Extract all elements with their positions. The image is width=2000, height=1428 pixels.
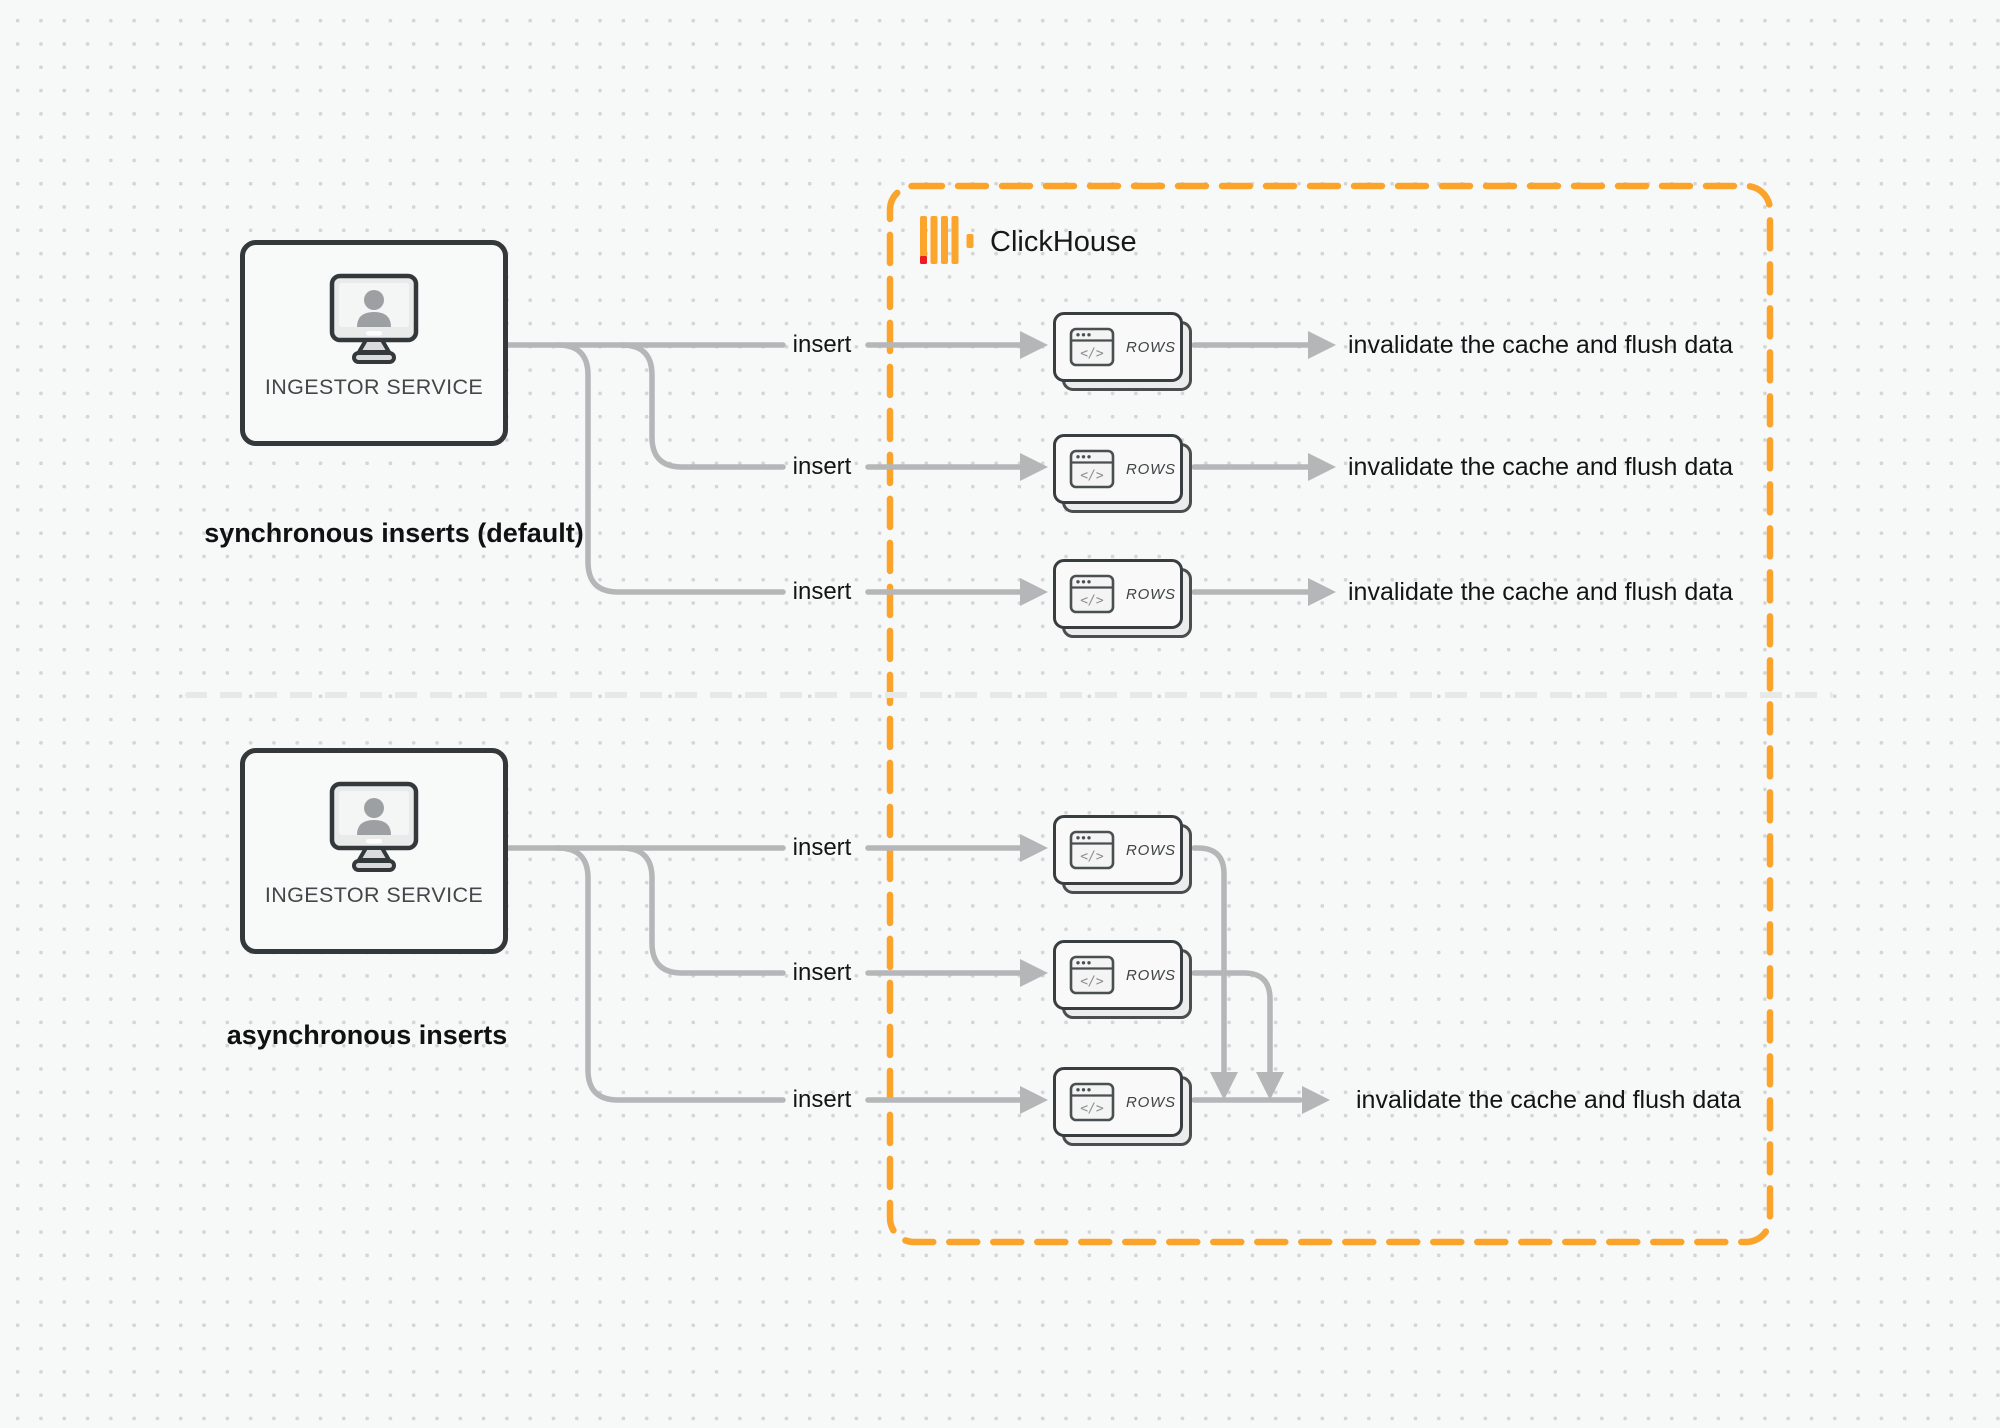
insert-label: insert bbox=[792, 1086, 852, 1113]
code-window-icon: </> bbox=[1069, 1082, 1115, 1122]
code-window-icon: </> bbox=[1069, 327, 1115, 367]
rows-card: </> ROWS bbox=[1053, 815, 1192, 894]
svg-text:</>: </> bbox=[1080, 1102, 1104, 1117]
ingestor-service-box-sync: INGESTOR SERVICE bbox=[240, 240, 508, 446]
insert-label: insert bbox=[792, 959, 852, 986]
section-divider bbox=[185, 692, 1833, 698]
sync-caption: synchronous inserts (default) bbox=[204, 518, 584, 548]
code-window-icon: </> bbox=[1069, 449, 1115, 489]
rows-card: </> ROWS bbox=[1053, 559, 1192, 638]
rows-label: ROWS bbox=[1126, 585, 1176, 603]
monitor-user-icon bbox=[329, 781, 419, 872]
insert-label: insert bbox=[792, 331, 852, 358]
code-window-icon: </> bbox=[1069, 955, 1115, 995]
result-label: invalidate the cache and flush data bbox=[1348, 578, 1733, 606]
rows-label: ROWS bbox=[1126, 338, 1176, 356]
rows-card: </> ROWS bbox=[1053, 312, 1192, 391]
rows-card: </> ROWS bbox=[1053, 434, 1192, 513]
ingestor-label: INGESTOR SERVICE bbox=[264, 375, 484, 399]
result-label: invalidate the cache and flush data bbox=[1348, 331, 1733, 359]
monitor-user-icon bbox=[329, 273, 419, 364]
insert-label: insert bbox=[792, 834, 852, 861]
code-window-icon: </> bbox=[1069, 830, 1115, 870]
result-label: invalidate the cache and flush data bbox=[1348, 453, 1733, 481]
insert-label: insert bbox=[792, 578, 852, 605]
rows-card: </> ROWS bbox=[1053, 940, 1192, 1019]
rows-label: ROWS bbox=[1126, 460, 1176, 478]
clickhouse-title: ClickHouse bbox=[990, 226, 1137, 258]
svg-text:</>: </> bbox=[1080, 850, 1104, 865]
clickhouse-dashed-border bbox=[886, 182, 1774, 1246]
ingestor-label: INGESTOR SERVICE bbox=[264, 883, 484, 907]
result-label: invalidate the cache and flush data bbox=[1356, 1086, 1741, 1114]
code-window-icon: </> bbox=[1069, 574, 1115, 614]
rows-label: ROWS bbox=[1126, 966, 1176, 984]
arrowheads bbox=[1020, 331, 1336, 1114]
svg-text:</>: </> bbox=[1080, 347, 1104, 362]
insert-label: insert bbox=[792, 453, 852, 480]
rows-label: ROWS bbox=[1126, 841, 1176, 859]
rows-card: </> ROWS bbox=[1053, 1067, 1192, 1146]
ingestor-service-box-async: INGESTOR SERVICE bbox=[240, 748, 508, 954]
svg-text:</>: </> bbox=[1080, 975, 1104, 990]
clickhouse-logo-icon bbox=[920, 216, 974, 264]
svg-text:</>: </> bbox=[1080, 469, 1104, 484]
svg-text:</>: </> bbox=[1080, 594, 1104, 609]
connector-lines bbox=[505, 342, 1311, 1103]
async-caption: asynchronous inserts bbox=[226, 1020, 508, 1050]
rows-label: ROWS bbox=[1126, 1093, 1176, 1111]
